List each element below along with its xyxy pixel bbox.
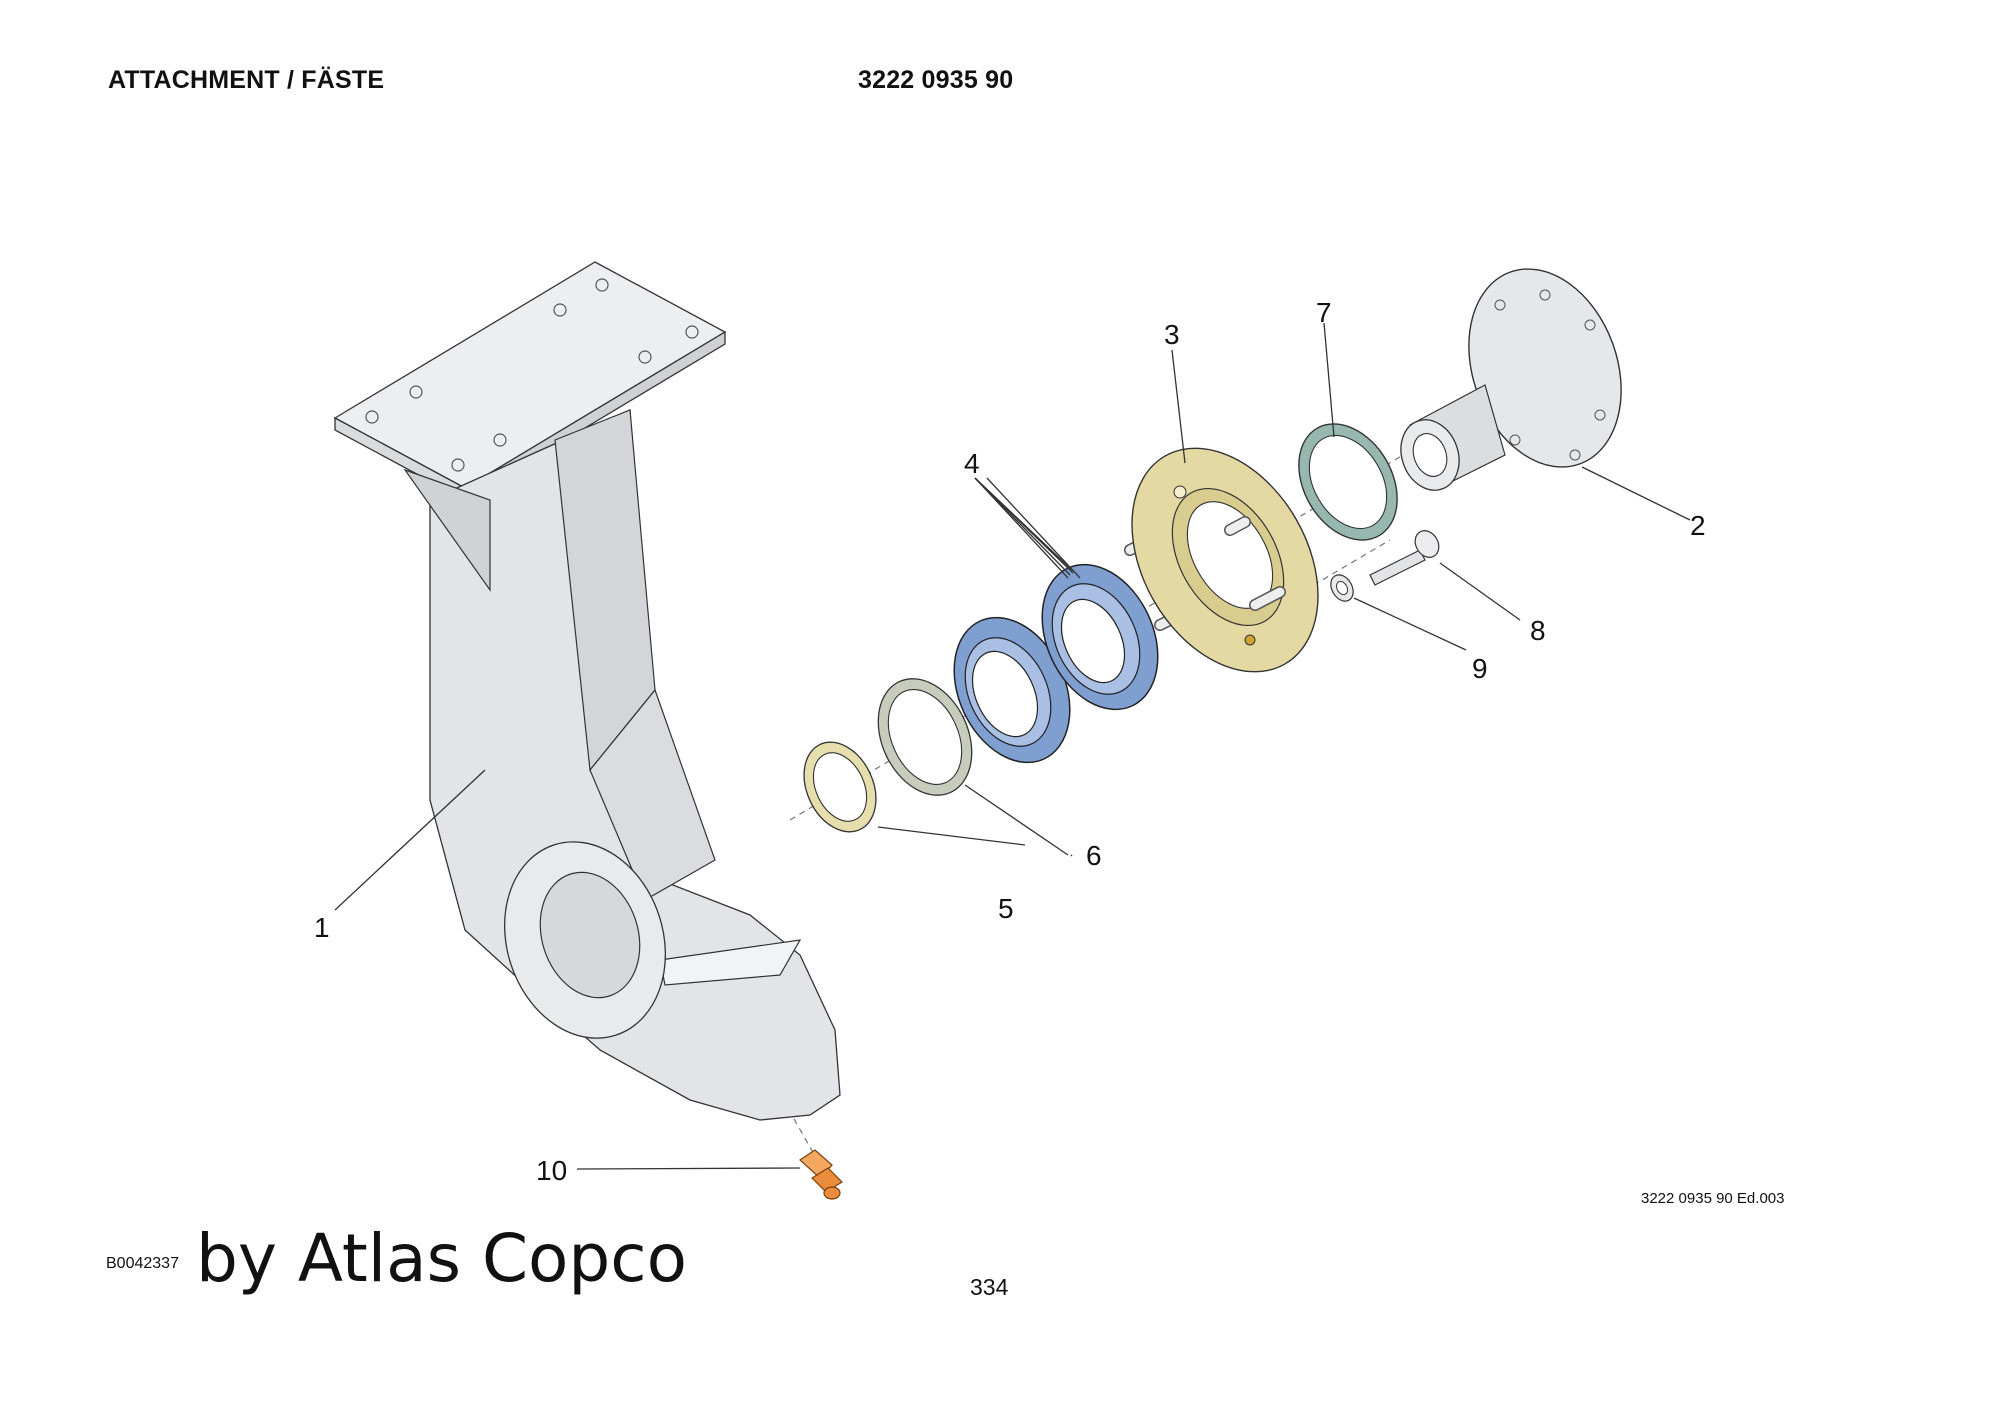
page-number: 334 — [970, 1274, 1009, 1300]
callout-9: 9 — [1472, 653, 1488, 684]
callout-6: 6 — [1086, 840, 1102, 871]
flange-part-3 — [1124, 447, 1319, 673]
callout-1: 1 — [314, 912, 330, 943]
seal-ring-part-7 — [1298, 423, 1398, 541]
grease-nipple-part-10 — [799, 1149, 843, 1200]
shaft-hub-part-2 — [1400, 268, 1622, 491]
page-title: ATTACHMENT / FÄSTE — [108, 66, 385, 94]
callout-5: 5 — [998, 893, 1014, 924]
callout-2: 2 — [1690, 510, 1706, 541]
leader-lines — [334, 322, 1691, 1170]
callout-4: 4 — [964, 448, 980, 479]
edition-label: 3222 0935 90 Ed.003 — [1641, 1190, 1785, 1207]
image-code: B0042337 — [106, 1255, 179, 1272]
callout-3: 3 — [1164, 319, 1180, 350]
lock-nut-part-5 — [803, 741, 877, 833]
washer-part-9 — [1330, 574, 1354, 602]
bracket-part-1 — [333, 261, 841, 1121]
washer-part-6 — [877, 678, 973, 796]
callout-7: 7 — [1316, 297, 1332, 328]
callout-8: 8 — [1530, 615, 1546, 646]
part-number: 3222 0935 90 — [858, 66, 1014, 94]
screw-part-8 — [1369, 530, 1440, 586]
bearing-part-4b — [1041, 563, 1159, 711]
callout-10: 10 — [536, 1155, 567, 1186]
brand-watermark: by Atlas Copco — [196, 1220, 687, 1297]
screw-axis-line — [1284, 539, 1391, 603]
bearing-part-4a — [953, 616, 1071, 764]
